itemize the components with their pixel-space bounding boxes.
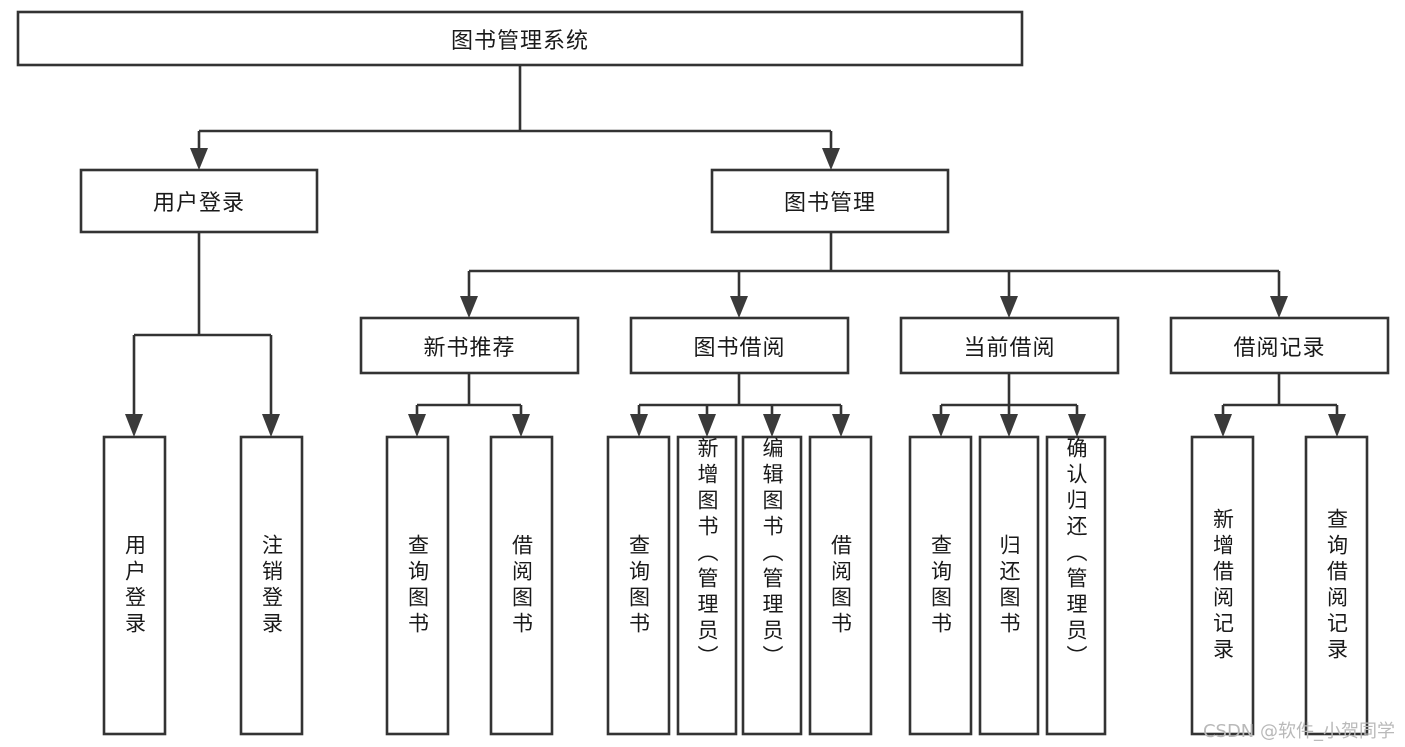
arrowhead-book-manage [822,148,840,170]
arrowhead-leaf-query-book-3 [932,414,950,437]
arrowhead-book-borrow [730,296,748,318]
node-leaf-add-book[interactable] [676,435,738,736]
arrowhead-leaf-add-book [698,414,716,437]
arrowhead-new-book-recommend [460,296,478,318]
node-book-borrow[interactable] [629,316,850,375]
node-leaf-query-book-1[interactable] [385,435,450,736]
node-leaf-user-login[interactable] [102,435,167,736]
arrowhead-leaf-query-book-2 [630,414,648,437]
arrowhead-leaf-query-book-1 [408,414,426,437]
node-root[interactable] [16,10,1024,67]
node-leaf-user-logout[interactable] [239,435,304,736]
node-user-login[interactable] [79,168,319,234]
node-leaf-borrow-book-1[interactable] [489,435,554,736]
arrowhead-leaf-user-login [125,414,143,437]
arrowhead-leaf-return-book [1000,414,1018,437]
node-leaf-edit-book[interactable] [741,435,803,736]
node-book-manage[interactable] [710,168,950,234]
node-leaf-add-record[interactable] [1190,435,1255,736]
node-leaf-query-record[interactable] [1304,435,1369,736]
node-leaf-borrow-book-2[interactable] [808,435,873,736]
node-leaf-confirm-return[interactable] [1045,435,1107,736]
arrowhead-leaf-edit-book [763,414,781,437]
node-leaf-return-book[interactable] [978,435,1040,736]
arrowhead-leaf-borrow-book-1 [512,414,530,437]
watermark: CSDN @软件_小贺同学 [1202,721,1395,742]
arrowhead-borrow-record [1270,296,1288,318]
arrowhead-leaf-query-record [1328,414,1346,437]
arrowhead-user-login [190,148,208,170]
arrowhead-leaf-confirm-return [1068,414,1086,437]
node-new-book-recommend[interactable] [359,316,580,375]
node-leaf-query-book-2[interactable] [606,435,671,736]
arrowhead-leaf-borrow-book-2 [832,414,850,437]
connector-layer [125,65,1346,437]
node-current-borrow[interactable] [899,316,1120,375]
node-leaf-query-book-3[interactable] [908,435,973,736]
node-borrow-record[interactable] [1169,316,1390,375]
node-box-layer [16,10,1390,736]
arrowhead-leaf-add-record [1214,414,1232,437]
arrowhead-current-borrow [1000,296,1018,318]
arrowhead-leaf-user-logout [262,414,280,437]
